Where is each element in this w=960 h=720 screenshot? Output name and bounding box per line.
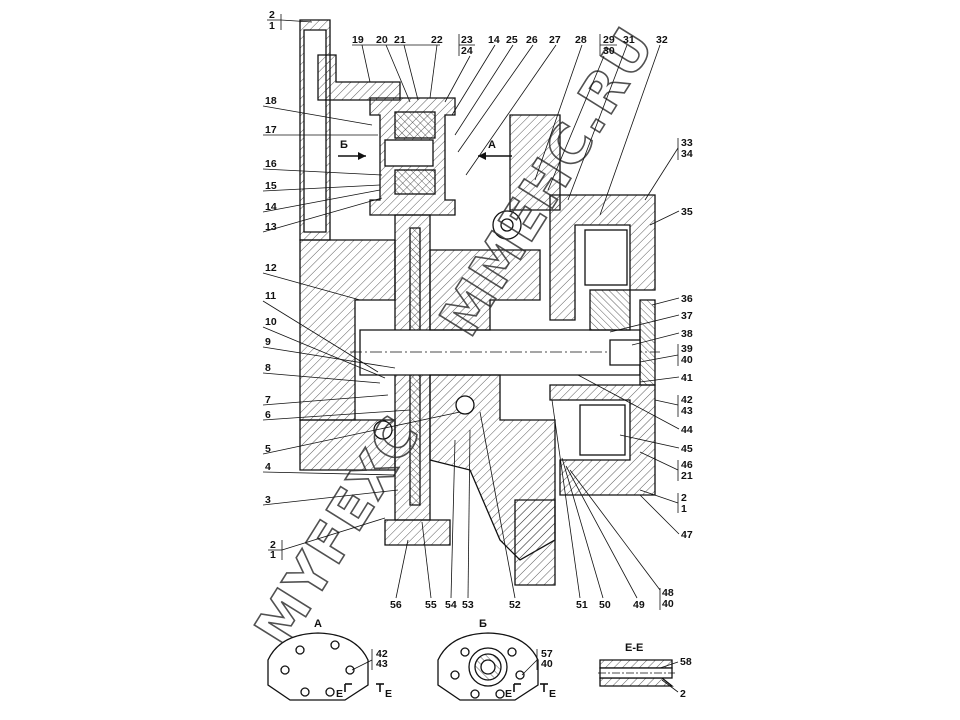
callout-label: 21	[394, 34, 406, 46]
callout-label: 17	[265, 124, 277, 136]
callout-label: 14	[265, 201, 277, 213]
callout-label: 1	[269, 20, 275, 32]
callout-label: 14	[488, 34, 500, 46]
callout-label: 40	[662, 598, 674, 610]
callout-label: 22	[431, 34, 443, 46]
callout-label: 34	[681, 148, 693, 160]
section-mark: Е	[385, 688, 392, 700]
callout-label: 42	[376, 648, 388, 660]
callout-label: 47	[681, 529, 693, 541]
callout-label: 9	[265, 336, 271, 348]
callout-label: 38	[681, 328, 693, 340]
view-title: А	[314, 618, 322, 630]
callout-label: 2	[680, 688, 686, 700]
callout-label: 35	[681, 206, 693, 218]
view-a: А 42 43 Е Е	[267, 618, 392, 701]
callout-label: 41	[681, 372, 693, 384]
callout-label: 43	[681, 405, 693, 417]
direction-markers: Б А	[338, 139, 512, 160]
callout-label: 36	[681, 293, 693, 305]
section-e-e: Е-Е 58 2	[598, 642, 692, 700]
bottom-callouts: 56 55 54 53 52 51 50 49 48 40	[390, 399, 674, 611]
callout-label: 29	[603, 34, 615, 46]
direction-a-label: А	[488, 139, 496, 151]
callout-label: 51	[576, 599, 588, 611]
callout-label: 8	[265, 362, 271, 374]
callout-label: 24	[461, 45, 473, 57]
callout-label: 58	[680, 656, 692, 668]
view-title: Е-Е	[625, 642, 643, 654]
direction-b-label: Б	[340, 139, 348, 151]
callout-label: 2	[269, 9, 275, 21]
callout-label: 23	[461, 34, 473, 46]
callout-label: 48	[662, 587, 674, 599]
callout-label: 45	[681, 443, 693, 455]
callout-label: 12	[265, 262, 277, 274]
callout-label: 1	[270, 549, 276, 561]
callout-label: 2	[270, 539, 276, 551]
callout-label: 3	[265, 494, 271, 506]
callout-label: 15	[265, 180, 277, 192]
callout-label: 55	[425, 599, 437, 611]
callout-label: 27	[549, 34, 561, 46]
callout-label: 26	[526, 34, 538, 46]
right-callouts: 33 34 35 36 37 38 39 40 41 42 43 44 45 4…	[577, 137, 693, 541]
callout-label: 19	[352, 34, 364, 46]
callout-label: 13	[265, 221, 277, 233]
callout-label: 25	[506, 34, 518, 46]
callout-label: 43	[376, 658, 388, 670]
callout-label: 39	[681, 343, 693, 355]
callout-label: 10	[265, 316, 277, 328]
callout-label: 31	[623, 34, 635, 46]
callout-label: 1	[681, 503, 687, 515]
callout-label: 52	[509, 599, 521, 611]
section-mark: Е	[549, 688, 556, 700]
callout-label: 5	[265, 443, 271, 455]
callout-label: 42	[681, 394, 693, 406]
callout-label: 46	[681, 459, 693, 471]
left-callouts: 18 17 16 15 14 13 12 11 10 9 8 7 6 5 4 3…	[262, 95, 461, 561]
callout-label: 53	[462, 599, 474, 611]
callout-label: 21	[681, 470, 693, 482]
main-section-view	[299, 19, 660, 586]
callout-label: 32	[656, 34, 668, 46]
callout-label: 40	[681, 354, 693, 366]
callout-label: 7	[265, 394, 271, 406]
callout-label: 57	[541, 648, 553, 660]
callout-label: 44	[681, 424, 693, 436]
callout-label: 50	[599, 599, 611, 611]
corner-callout: 2 1	[267, 9, 313, 32]
section-mark: Е	[505, 688, 512, 700]
callout-label: 6	[265, 409, 271, 421]
callout-label: 11	[265, 290, 276, 302]
view-title: Б	[479, 618, 487, 630]
callout-label: 28	[575, 34, 587, 46]
callout-label: 16	[265, 158, 277, 170]
callout-label: 56	[390, 599, 402, 611]
svg-text:MMEHC.RU: MMEHC.RU	[428, 16, 668, 347]
callout-label: 54	[445, 599, 457, 611]
top-callouts: 19 20 21 22 23 24 14 25 26 27 28 29 30 3…	[352, 34, 668, 216]
callout-label: 18	[265, 95, 277, 107]
view-b: Б 57 40 Е Е	[437, 618, 556, 701]
callout-label: 33	[681, 137, 693, 149]
callout-label: 30	[603, 45, 615, 57]
callout-label: 37	[681, 310, 693, 322]
callout-label: 4	[265, 461, 271, 473]
section-mark: Е	[336, 688, 343, 700]
callout-label: 20	[376, 34, 388, 46]
callout-label: 2	[681, 492, 687, 504]
callout-label: 40	[541, 658, 553, 670]
callout-label: 49	[633, 599, 645, 611]
